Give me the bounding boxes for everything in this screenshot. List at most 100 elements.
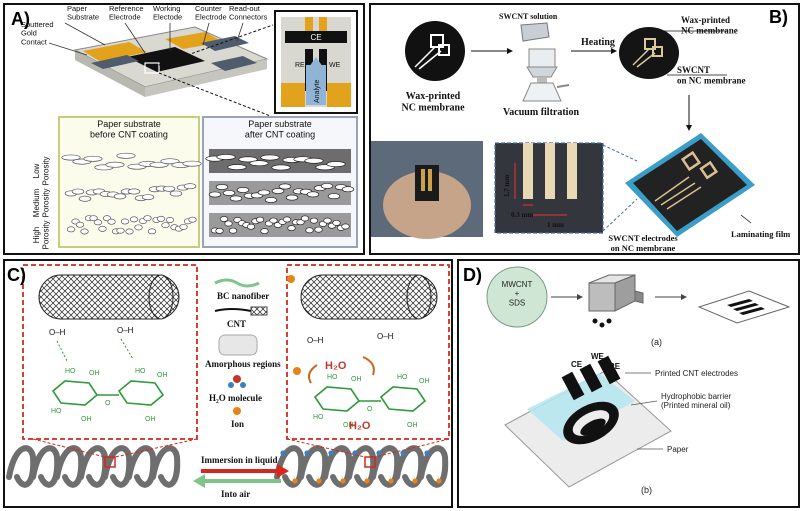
inset-we-label: WE <box>329 62 341 69</box>
legend-ion: Ion <box>231 419 244 429</box>
cellulose-group-label: HO <box>65 368 76 375</box>
dim-0-3mm: 0.3 mm <box>511 211 533 219</box>
mwcnt-sds-label: MWCNT+SDS <box>502 280 533 307</box>
printed-paper-device <box>504 355 672 488</box>
cnt-tube-right <box>300 274 438 320</box>
h2o-label-top: H₂O <box>325 360 347 372</box>
cellulose-group-label: OH <box>81 416 92 423</box>
swcnt-coated-membrane <box>619 27 679 79</box>
analyte-arrow <box>309 57 323 67</box>
ion-mid <box>293 367 301 375</box>
row-label-medium: MediumPorosity <box>32 188 50 217</box>
cellulose-group-label: HO <box>135 368 146 375</box>
electrode-re <box>597 355 621 385</box>
swcnt-solution-label: SWCNT solution <box>499 12 558 21</box>
panel-c-label: C) <box>7 265 26 285</box>
dim-1mm: 1 mm <box>547 221 564 229</box>
laminated-device <box>625 133 755 237</box>
gold-contact-left <box>83 42 147 62</box>
hydrophobic-barrier-label: Hydrophobic barrier(Printed mineral oil) <box>661 392 732 410</box>
we-label: WE <box>591 352 605 361</box>
oh-right-2: O–H <box>377 332 394 341</box>
left-molecular-box <box>22 264 198 440</box>
mwcnt-sds-circle <box>486 266 548 328</box>
oh-right-1: O–H <box>307 336 324 345</box>
transition-arrows <box>193 464 289 488</box>
oh-left-2: O–H <box>117 326 134 335</box>
panel-d: MWCNT+SDS (a) <box>457 259 800 508</box>
immersion-label: Immersion in liquid <box>201 455 278 465</box>
sensor-device <box>48 22 274 118</box>
gold-contact-right <box>165 32 223 49</box>
cellulose-group-label: O <box>367 406 373 413</box>
right-molecular-box <box>286 264 450 440</box>
readout-connector-a <box>91 55 139 69</box>
vacuum-filtration-apparatus <box>520 22 570 102</box>
laminating-film-label: Laminating film <box>731 229 790 239</box>
panel-b-label: B) <box>769 7 788 27</box>
hydrophobic-barrier-band <box>527 373 635 441</box>
electrode-inset: CE RE WE Analyte <box>274 10 358 114</box>
legend-cnt: CNT <box>227 319 246 329</box>
oh-left-1: O–H <box>49 328 66 337</box>
ion-top-left <box>287 275 295 283</box>
heating-label: Heating <box>581 37 615 48</box>
printer-head <box>588 274 644 328</box>
ce-label: CE <box>571 360 583 369</box>
step-b-label: (b) <box>641 485 652 495</box>
row-label-high: HighPorosity <box>32 221 50 250</box>
cellulose-group-label: OH <box>343 422 354 429</box>
inset-analyte-label: Analyte <box>314 80 321 103</box>
cellulose-group-label: HO <box>313 414 324 421</box>
row-label-low: LowPorosity <box>32 157 50 186</box>
bc-nanofiber-springs <box>6 445 449 488</box>
cellulose-group-label: OH <box>145 416 156 423</box>
wax-printed-membrane-left <box>405 21 465 81</box>
cellulose-group-label: HO <box>51 408 62 415</box>
h2o-label-bottom: H₂O <box>349 420 371 432</box>
electrode-dimension-inset <box>494 142 604 234</box>
printed-pattern-sheet <box>697 290 791 324</box>
step-a-label: (a) <box>651 337 662 347</box>
legend-water-swatch <box>240 382 246 388</box>
legend-bc-swatch <box>214 278 260 288</box>
panel-d-canvas: MWCNT+SDS (a) <box>486 266 791 495</box>
cnt-tube-left <box>38 274 180 320</box>
electrode-we <box>579 363 603 393</box>
dim-1-7mm: 1.7 mm <box>503 175 511 197</box>
inset-re-label: RE <box>295 62 305 69</box>
inset-ce-label: CE <box>310 33 321 42</box>
electrode-area <box>127 47 205 72</box>
cellulose-group-label: OH <box>407 422 418 429</box>
cellulose-group-label: HO <box>397 374 408 381</box>
cellulose-group-label: OH <box>89 370 100 377</box>
readout-connector-c <box>211 56 257 71</box>
porosity-fiber-cross-sections <box>61 149 355 237</box>
panel-d-label: D) <box>463 265 482 285</box>
panel-a-label: A) <box>11 9 30 29</box>
legend-amorphous-swatch <box>218 334 258 356</box>
cellulose-group-label: O <box>105 400 111 407</box>
paper-label: Paper <box>667 445 689 454</box>
printed-cnt-label: Printed CNT electrodes <box>655 369 738 378</box>
cellulose-group-label: HO <box>327 374 338 381</box>
legend: BC nanofiber CNT Amorphous regions H₂O m… <box>205 278 281 429</box>
into-air-label: Into air <box>221 489 250 499</box>
